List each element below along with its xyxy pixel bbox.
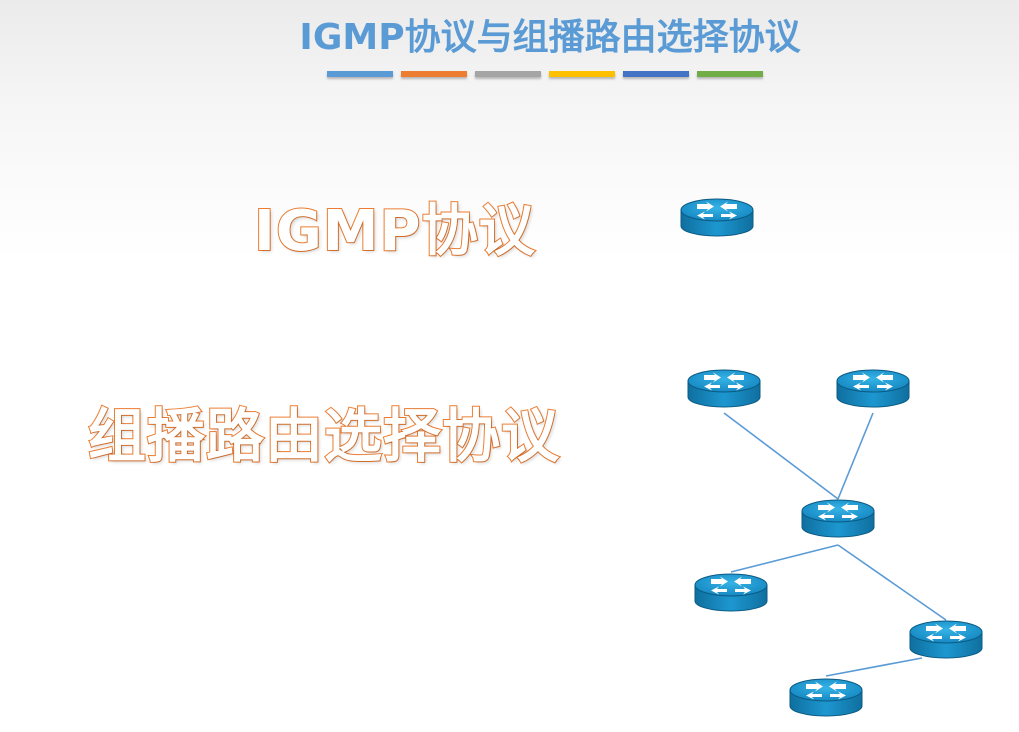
rule-segment <box>623 71 689 77</box>
link-center-right <box>837 544 947 621</box>
router-icon <box>801 499 875 538</box>
igmp-heading: IGMP协议 <box>253 198 536 265</box>
router-icon <box>687 369 761 408</box>
rule-segment <box>697 71 763 77</box>
title-color-rule <box>327 71 763 77</box>
network-links <box>723 412 947 677</box>
link-right-bottom <box>825 657 923 677</box>
router-icon <box>680 198 754 237</box>
rule-segment <box>327 71 393 77</box>
link-center-left <box>730 544 839 573</box>
router-icon <box>789 678 863 717</box>
slide-title: IGMP协议与组播路由选择协议 <box>299 17 801 58</box>
multicast-routing-heading: 组播路由选择协议 <box>87 401 561 471</box>
router-icon <box>836 369 910 408</box>
router-icon <box>694 573 768 612</box>
rule-segment <box>549 71 615 77</box>
link-topleft-center <box>723 412 839 500</box>
link-topright-center <box>837 412 874 500</box>
router-icon <box>909 620 983 659</box>
rule-segment <box>401 71 467 77</box>
rule-segment <box>475 71 541 77</box>
